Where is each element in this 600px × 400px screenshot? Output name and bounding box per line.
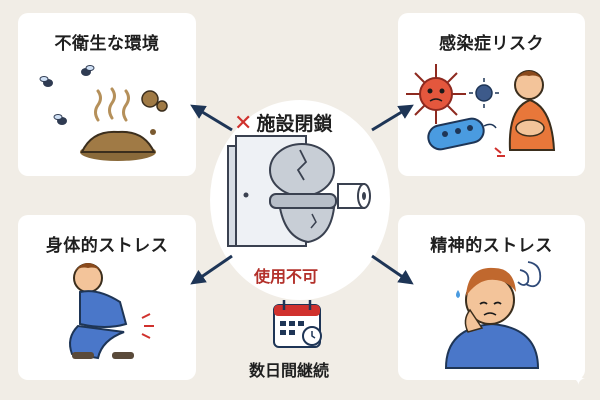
sick-person-icon <box>494 70 556 157</box>
arrows <box>190 104 414 285</box>
small-virus-icon <box>469 78 499 108</box>
facility-closed-text: 施設閉鎖 <box>256 113 333 135</box>
close-icon: ✕ <box>234 111 253 136</box>
toilet-paper-icon <box>337 183 371 209</box>
worried-person-icon <box>444 261 542 369</box>
crouching-person-icon <box>69 263 154 360</box>
dirt-pile-icon <box>80 90 168 161</box>
stink-icon <box>94 87 130 122</box>
virus-icon <box>406 64 466 124</box>
broken-toilet-icon <box>269 143 337 244</box>
unusable-label: 使用不可 <box>254 267 319 286</box>
arrow-top-right <box>371 104 414 132</box>
arrow-bottom-right <box>371 254 414 285</box>
bacteria-icon <box>427 117 497 151</box>
arrow-bottom-left <box>190 254 233 285</box>
sparkle-icon: ✦ <box>570 369 586 390</box>
card-title-infection: 感染症リスク <box>439 34 544 54</box>
card-physical-stress: 身体的ストレス <box>18 215 196 380</box>
duration-label: 数日間継続 <box>249 361 330 380</box>
arrow-top-left <box>190 104 233 132</box>
card-title-mental: 精神的ストレス <box>430 236 553 256</box>
flies-icon <box>39 65 95 125</box>
card-title-physical: 身体的ストレス <box>45 236 169 256</box>
facility-closed-label: ✕施設閉鎖 <box>234 109 332 136</box>
card-title-unsanitary: 不衛生な環境 <box>54 34 160 54</box>
calendar-icon <box>273 300 322 348</box>
